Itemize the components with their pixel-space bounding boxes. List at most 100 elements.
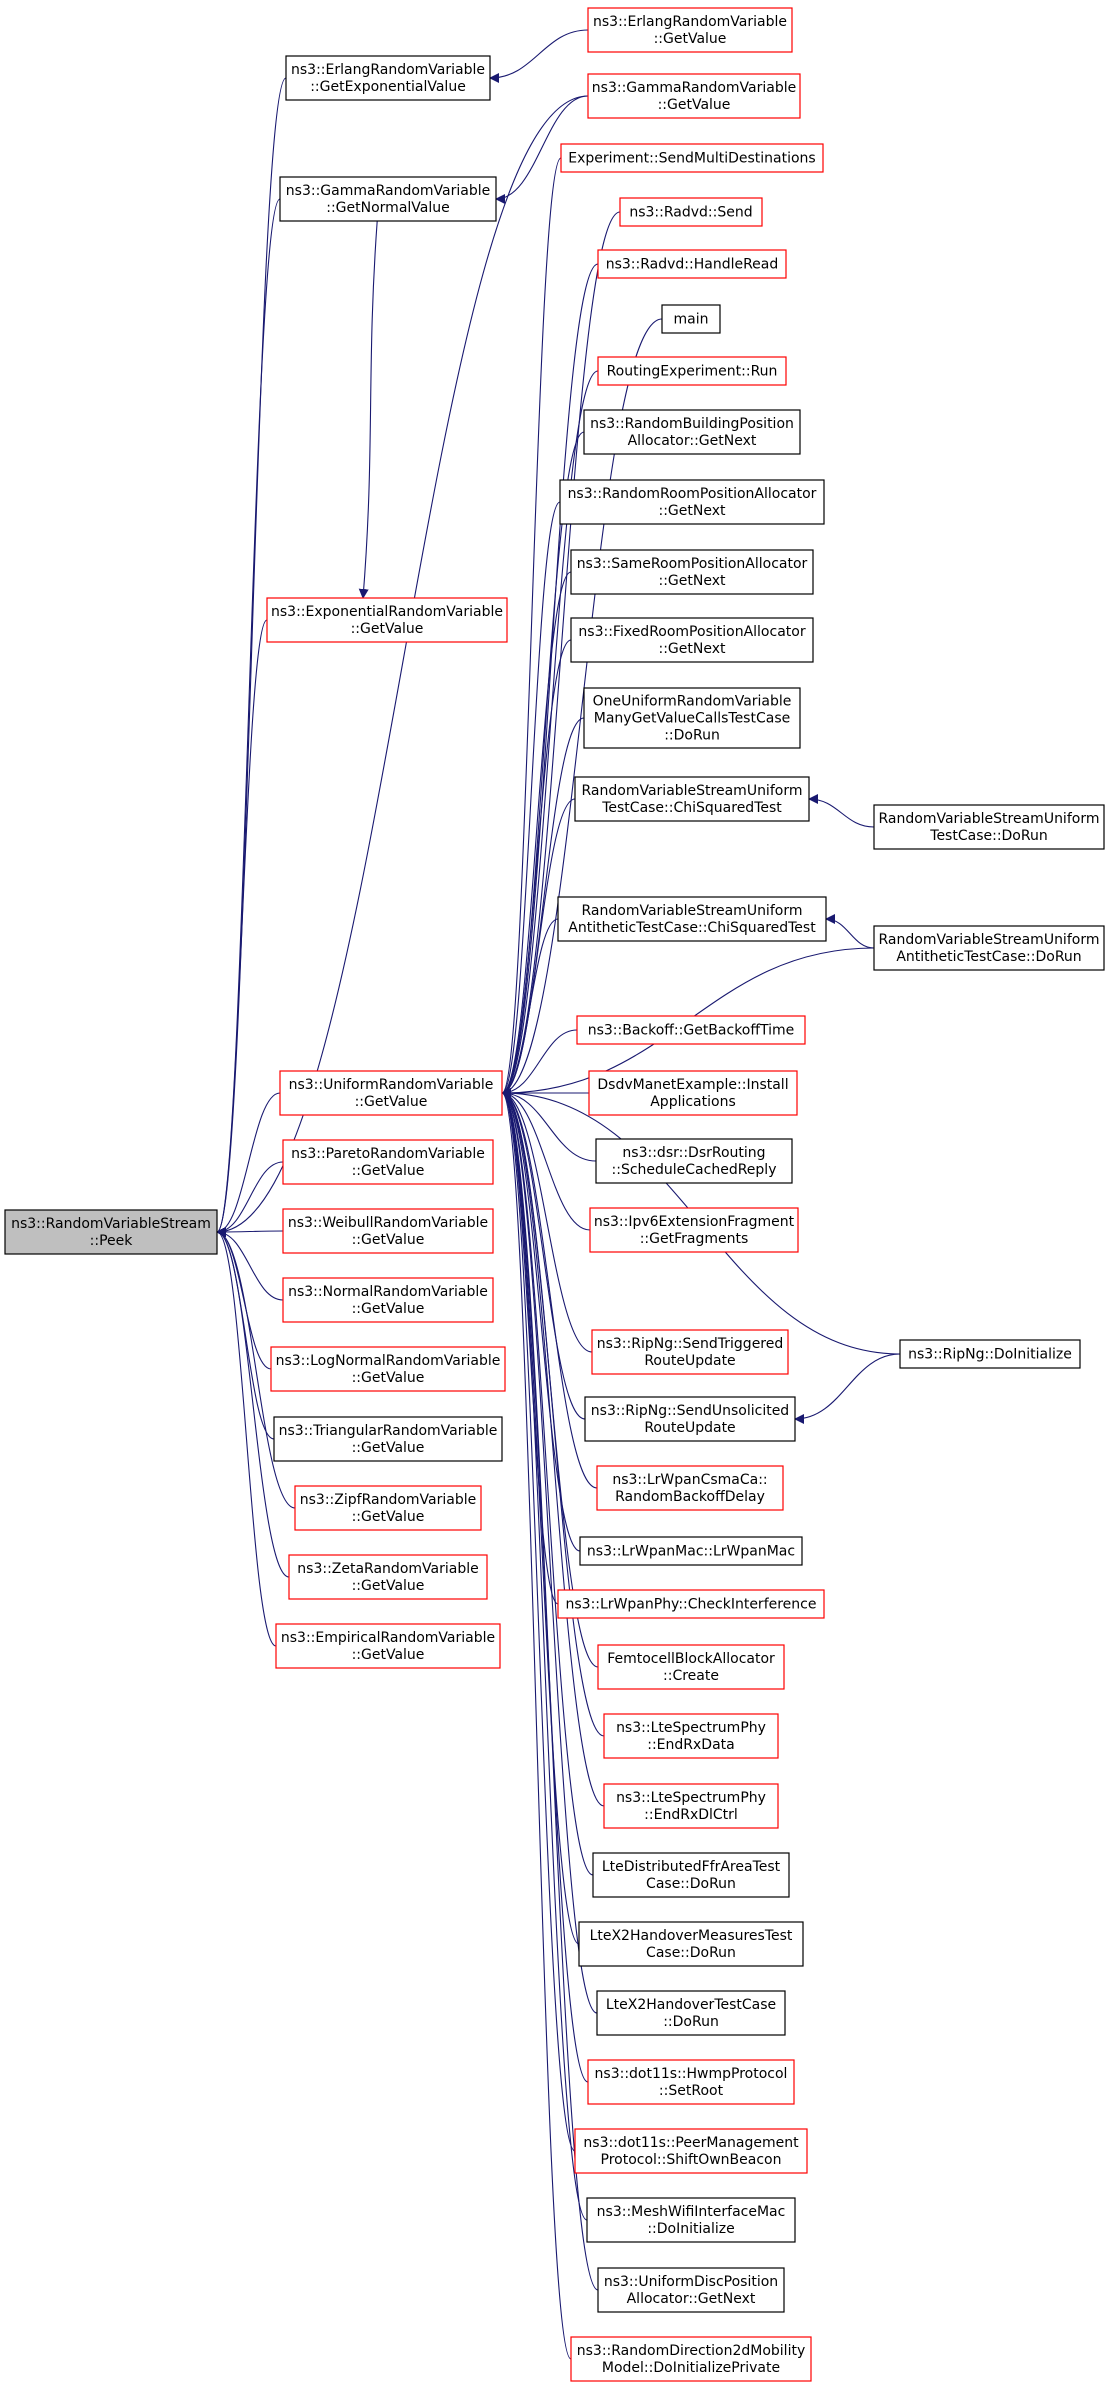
node-label-line: RandomVariableStreamUniform [582, 903, 803, 919]
node-label-line: RandomVariableStreamUniform [879, 811, 1100, 827]
node-zipf[interactable]: ns3::ZipfRandomVariable::GetValue [294, 1485, 482, 1531]
node-label-line: ::GetValue [352, 1647, 425, 1663]
edge-uniform_disc-to-uniform_get [501, 1088, 599, 2291]
edge-uniform_get-to-peek [216, 1092, 281, 1237]
node-label-line: AntitheticTestCase::DoRun [896, 949, 1081, 965]
edge-empirical-to-peek [216, 1227, 277, 1647]
node-exp-send[interactable]: Experiment::SendMultiDestinations [560, 143, 824, 173]
node-rvs-anti-chi[interactable]: RandomVariableStreamUniformAntitheticTes… [557, 896, 827, 942]
edge-rvs_dorun-to-rvs_chi [808, 794, 875, 828]
node-label-line: ns3::RandomVariableStream [11, 1216, 211, 1232]
edge-gamma_normal-to-peek [216, 198, 281, 1237]
node-rvs-dorun[interactable]: RandomVariableStreamUniformTestCase::DoR… [873, 804, 1105, 850]
node-triangular[interactable]: ns3::TriangularRandomVariable::GetValue [273, 1416, 503, 1462]
edge-mesh_wifi-to-uniform_get [501, 1088, 588, 2221]
node-rvs-anti-dorun[interactable]: RandomVariableStreamUniformAntitheticTes… [873, 925, 1105, 971]
node-backoff[interactable]: ns3::Backoff::GetBackoffTime [576, 1015, 806, 1045]
node-ltex2-test[interactable]: LteX2HandoverTestCase::DoRun [596, 1990, 786, 2036]
edge-zeta-to-peek [216, 1227, 290, 1578]
node-one-uniform[interactable]: OneUniformRandomVariableManyGetValueCall… [583, 687, 801, 749]
node-label-line: FemtocellBlockAllocator [607, 1651, 775, 1667]
node-label-line: ::Peek [90, 1233, 134, 1249]
node-label-line: TestCase::ChiSquaredTest [601, 800, 782, 816]
node-main[interactable]: main [661, 304, 721, 334]
node-label-line: OneUniformRandomVariable [593, 694, 792, 710]
node-label-line: ns3::ZetaRandomVariable [297, 1561, 478, 1577]
edge-peer_mgmt-to-uniform_get [501, 1088, 576, 2152]
node-lte-rxdata[interactable]: ns3::LteSpectrumPhy::EndRxData [603, 1713, 779, 1759]
node-label-line: main [674, 312, 709, 328]
node-exp-get[interactable]: ns3::ExponentialRandomVariable::GetValue [266, 597, 508, 643]
edge-gamma_get-to-gamma_normal [495, 95, 589, 204]
node-label-line: ns3::RipNg::DoInitialize [908, 1347, 1072, 1363]
node-radvd-send[interactable]: ns3::Radvd::Send [619, 197, 763, 227]
node-label-line: ns3::NormalRandomVariable [288, 1284, 488, 1300]
node-rand-dir[interactable]: ns3::RandomDirection2dMobilityModel::DoI… [570, 2336, 812, 2382]
node-uniform-disc[interactable]: ns3::UniformDiscPositionAllocator::GetNe… [597, 2267, 785, 2313]
node-label-line: ns3::ErlangRandomVariable [291, 62, 485, 78]
node-ripng-init[interactable]: ns3::RipNg::DoInitialize [899, 1339, 1081, 1369]
node-routing-run[interactable]: RoutingExperiment::Run [597, 356, 787, 386]
edge-rvs_anti_dorun-to-rvs_anti_chi [825, 914, 875, 949]
node-gamma-get[interactable]: ns3::GammaRandomVariable::GetValue [587, 73, 801, 119]
edge-dsr-to-uniform_get [501, 1088, 597, 1162]
node-empirical[interactable]: ns3::EmpiricalRandomVariable::GetValue [275, 1623, 501, 1669]
node-label-line: ns3::dot11s::HwmpProtocol [595, 2066, 788, 2082]
node-erlang-exp[interactable]: ns3::ErlangRandomVariable::GetExponentia… [285, 55, 491, 101]
node-label-line: ns3::RandomRoomPositionAllocator [568, 486, 817, 502]
node-label-line: ns3::dsr::DsrRouting [622, 1145, 765, 1161]
node-peek[interactable]: ns3::RandomVariableStream::Peek [4, 1209, 218, 1255]
node-label-line: TestCase::DoRun [929, 828, 1047, 844]
node-label-line: ns3::LrWpanMac::LrWpanMac [587, 1544, 795, 1560]
node-label-line: ns3::LrWpanCsmaCa:: [612, 1472, 767, 1488]
node-label-line: ::EndRxDlCtrl [644, 1807, 738, 1823]
node-label-line: ns3::ZipfRandomVariable [300, 1492, 476, 1508]
node-mesh-wifi[interactable]: ns3::MeshWifiInterfaceMac::DoInitialize [586, 2197, 796, 2243]
node-radvd-read[interactable]: ns3::Radvd::HandleRead [597, 249, 787, 279]
node-label-line: ns3::RandomBuildingPosition [590, 416, 794, 432]
node-lognormal[interactable]: ns3::LogNormalRandomVariable::GetValue [270, 1346, 506, 1392]
edge-ripng_init-to-ripng_unsol [794, 1353, 901, 1424]
edge-gamma_normal-to-exp_get [358, 220, 378, 599]
edge-ripng_trig-to-uniform_get [501, 1088, 593, 1353]
node-lte-rxdl[interactable]: ns3::LteSpectrumPhy::EndRxDlCtrl [603, 1783, 779, 1829]
node-label-line: ns3::dot11s::PeerManagement [583, 2135, 799, 2151]
node-lrwpan-csma[interactable]: ns3::LrWpanCsmaCa::RandomBackoffDelay [596, 1465, 784, 1511]
node-label-line: ns3::SameRoomPositionAllocator [577, 556, 808, 572]
node-label-line: DsdvManetExample::Install [597, 1077, 788, 1093]
edge-backoff-to-uniform_get [501, 1029, 578, 1098]
node-rand-room[interactable]: ns3::RandomRoomPositionAllocator::GetNex… [559, 479, 825, 525]
node-femto[interactable]: FemtocellBlockAllocator::Create [597, 1644, 785, 1690]
node-normal[interactable]: ns3::NormalRandomVariable::GetValue [282, 1277, 494, 1323]
edge-routing_run-to-uniform_get [501, 370, 599, 1098]
edge-erlang_get-to-erlang_exp [489, 29, 589, 83]
node-fixed-room[interactable]: ns3::FixedRoomPositionAllocator::GetNext [570, 617, 814, 663]
node-label-line: ::GetValue [654, 31, 727, 47]
node-label-line: ::GetNormalValue [326, 200, 449, 216]
node-label-line: Experiment::SendMultiDestinations [568, 151, 815, 167]
node-label-line: ns3::Backoff::GetBackoffTime [588, 1023, 795, 1039]
node-weibull[interactable]: ns3::WeibullRandomVariable::GetValue [282, 1208, 494, 1254]
node-same-room[interactable]: ns3::SameRoomPositionAllocator::GetNext [570, 549, 814, 595]
node-pareto[interactable]: ns3::ParetoRandomVariable::GetValue [282, 1139, 494, 1185]
node-dsr[interactable]: ns3::dsr::DsrRouting::ScheduleCachedRepl… [595, 1138, 793, 1184]
node-lrwpan-phy[interactable]: ns3::LrWpanPhy::CheckInterference [557, 1589, 825, 1619]
node-label-line: ns3::LrWpanPhy::CheckInterference [566, 1597, 817, 1613]
node-lrwpan-mac[interactable]: ns3::LrWpanMac::LrWpanMac [579, 1536, 803, 1566]
node-peer-mgmt[interactable]: ns3::dot11s::PeerManagementProtocol::Shi… [574, 2128, 808, 2174]
node-uniform-get[interactable]: ns3::UniformRandomVariable::GetValue [279, 1070, 503, 1116]
node-ipv6frag[interactable]: ns3::Ipv6ExtensionFragment::GetFragments [589, 1207, 799, 1253]
node-label-line: Case::DoRun [646, 1945, 736, 1961]
node-rvs-chi[interactable]: RandomVariableStreamUniformTestCase::Chi… [574, 776, 810, 822]
node-rand-building[interactable]: ns3::RandomBuildingPositionAllocator::Ge… [583, 409, 801, 455]
node-erlang-get[interactable]: ns3::ErlangRandomVariable::GetValue [587, 7, 793, 53]
node-zeta[interactable]: ns3::ZetaRandomVariable::GetValue [288, 1554, 488, 1600]
node-label-line: Allocator::GetNext [628, 433, 757, 449]
node-hwmp[interactable]: ns3::dot11s::HwmpProtocol::SetRoot [587, 2059, 795, 2105]
node-gamma-normal[interactable]: ns3::GammaRandomVariable::GetNormalValue [279, 176, 497, 222]
